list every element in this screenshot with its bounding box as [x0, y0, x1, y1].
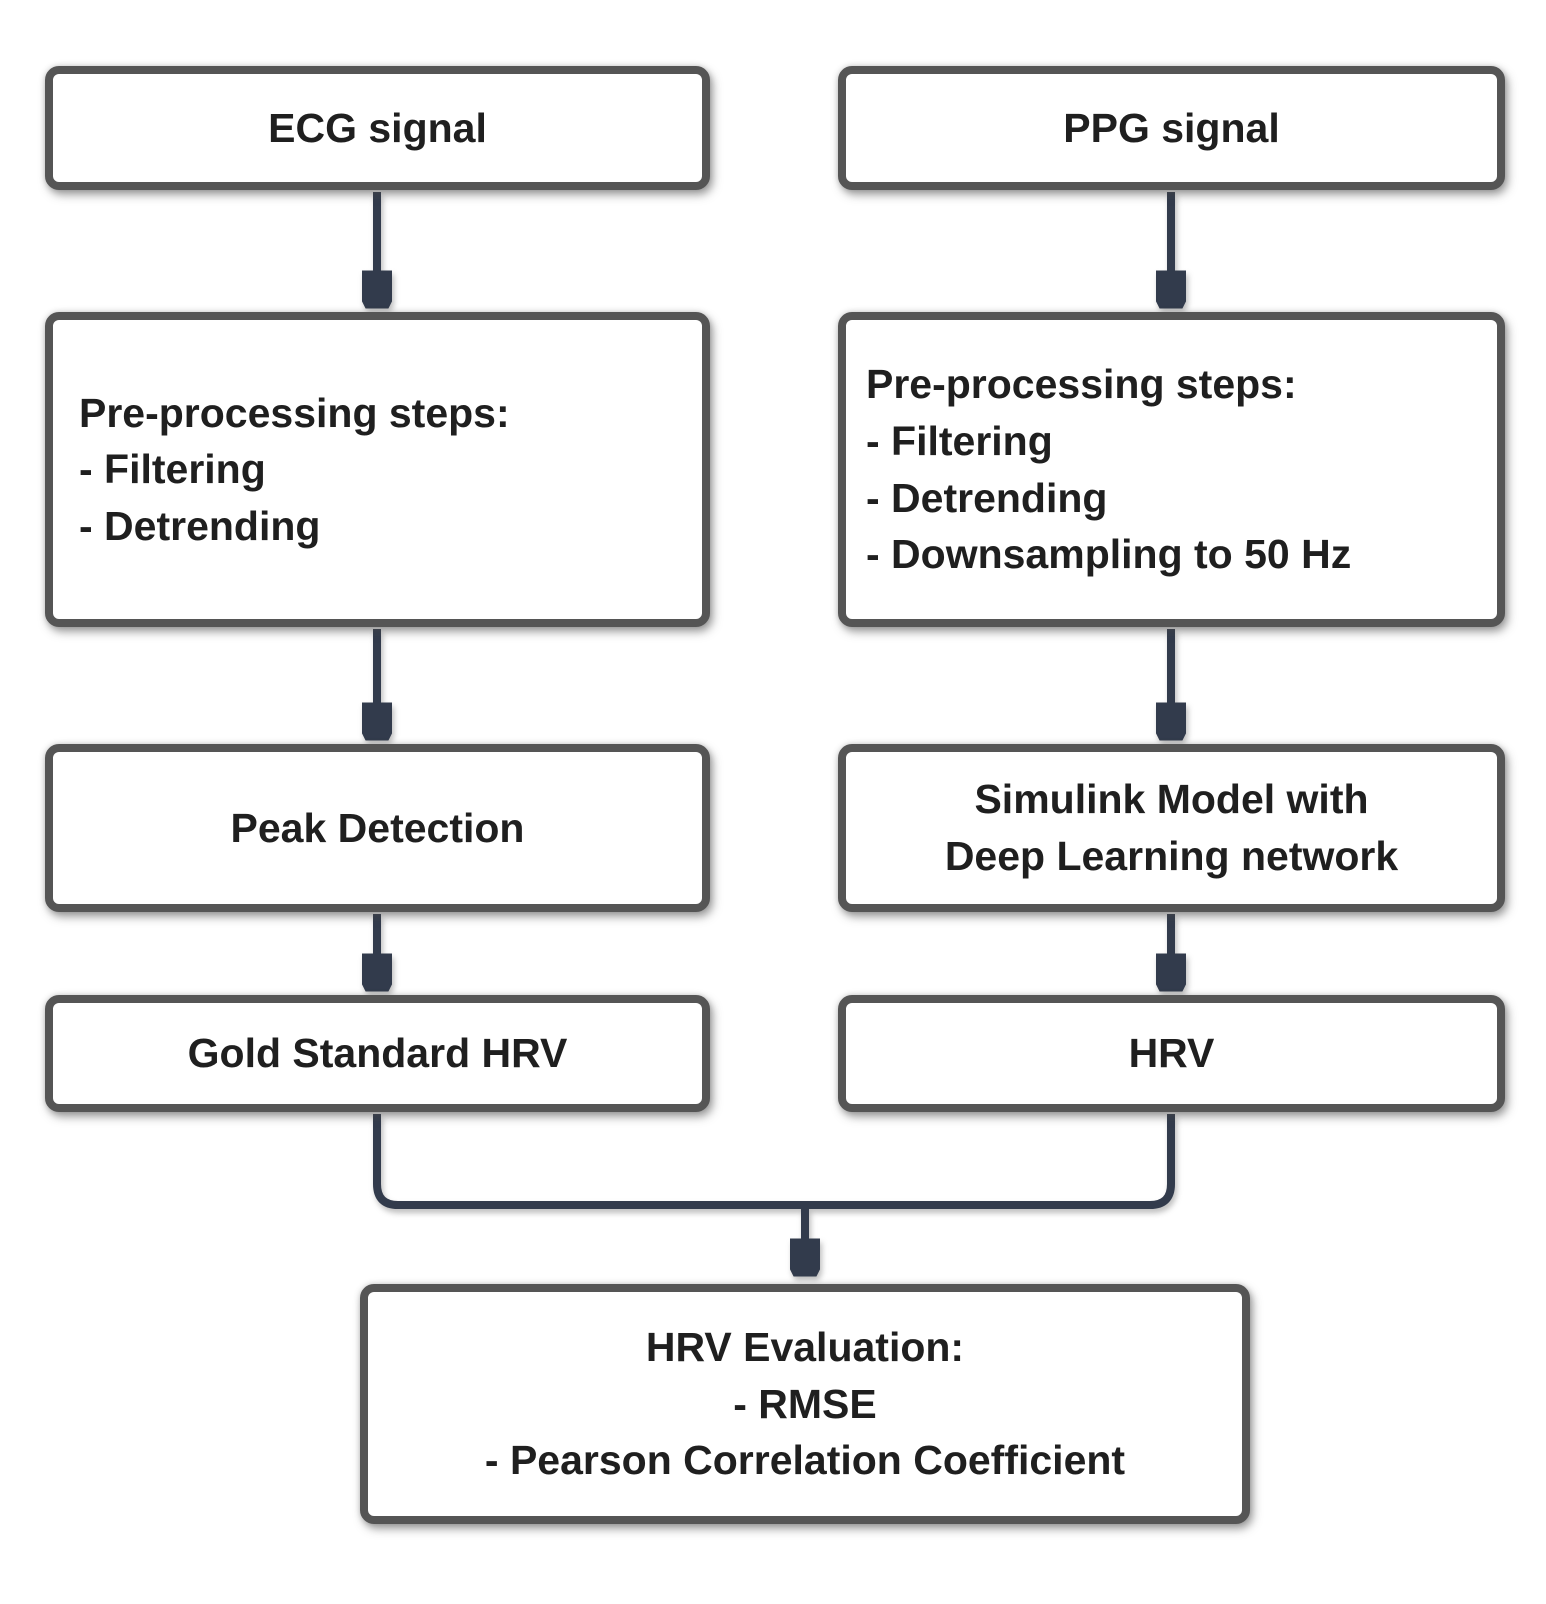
node-gold-standard-hrv-label: Gold Standard HRV	[187, 1030, 568, 1077]
node-ecg-preprocessing-line-3: - Detrending	[79, 502, 321, 549]
node-ecg-preprocessing-line-1: Pre-processing steps:	[79, 389, 510, 436]
node-ppg-preprocessing: Pre-processing steps: - Filtering - Detr…	[838, 312, 1505, 627]
node-hrv-evaluation-line-1: HRV Evaluation:	[645, 1324, 965, 1371]
node-simulink-model: Simulink Model with Deep Learning networ…	[838, 744, 1505, 912]
node-hrv-evaluation-line-3: - Pearson Correlation Coefficient	[484, 1437, 1126, 1484]
node-ecg-preprocessing: Pre-processing steps: - Filtering - Detr…	[45, 312, 710, 627]
node-peak-detection-label: Peak Detection	[230, 804, 525, 851]
node-simulink-model-line-1: Simulink Model with	[974, 776, 1369, 823]
node-hrv-label: HRV	[1128, 1030, 1215, 1077]
node-ecg-preprocessing-line-2: - Filtering	[79, 446, 266, 493]
node-hrv-evaluation: HRV Evaluation: - RMSE - Pearson Correla…	[360, 1284, 1250, 1524]
node-ecg-signal: ECG signal	[45, 66, 710, 190]
node-hrv: HRV	[838, 995, 1505, 1112]
node-ppg-preprocessing-line-4: - Downsampling to 50 Hz	[866, 531, 1352, 578]
node-simulink-model-line-2: Deep Learning network	[944, 833, 1399, 879]
node-gold-standard-hrv: Gold Standard HRV	[45, 995, 710, 1112]
node-ppg-preprocessing-line-1: Pre-processing steps:	[866, 361, 1297, 408]
node-ppg-signal: PPG signal	[838, 66, 1505, 190]
node-ppg-signal-label: PPG signal	[1063, 104, 1280, 151]
node-ppg-preprocessing-line-3: - Detrending	[866, 474, 1108, 521]
edge-gold-standard-hrv-merge	[373, 1114, 805, 1209]
edge-hrv-merge	[805, 1114, 1175, 1209]
node-peak-detection: Peak Detection	[45, 744, 710, 912]
node-hrv-evaluation-line-2: - RMSE	[733, 1380, 877, 1427]
node-ppg-preprocessing-line-2: - Filtering	[866, 417, 1053, 464]
node-ecg-signal-label: ECG signal	[268, 104, 487, 151]
